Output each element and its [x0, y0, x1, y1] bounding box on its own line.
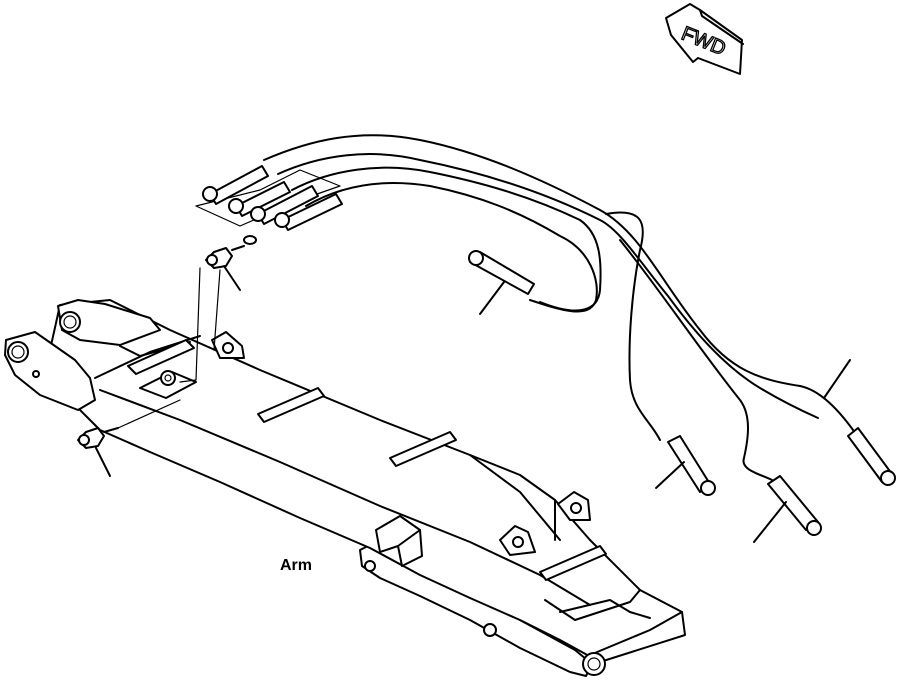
fitting-upper [179, 235, 257, 383]
hose-end-right-3 [823, 359, 896, 486]
arm-pin-boss-top [59, 311, 81, 333]
arm-assembly [4, 299, 686, 677]
arm-rib-1 [257, 387, 325, 423]
hose-fitting-4 [274, 193, 343, 231]
grease-fitting-left [77, 399, 181, 477]
hose-fitting-1 [202, 165, 269, 205]
hose-fitting-3 [250, 185, 319, 225]
arm-label: Arm [280, 557, 312, 574]
arm-head-ear [57, 299, 161, 346]
arm-pin-boss-bottom [582, 652, 606, 676]
fwd-arrow-indicator: FWD [665, 3, 744, 75]
arm-top-plate [49, 299, 686, 663]
arm-rib-4 [127, 339, 195, 375]
hose-end-right-1 [655, 435, 716, 496]
hose-assembly-upper [195, 134, 861, 481]
arm-rib-3 [539, 545, 607, 581]
hose-fitting-middle [468, 250, 535, 315]
hose-end-right-2 [753, 475, 822, 543]
arm-rib-2 [389, 431, 457, 467]
arm-clamp [375, 515, 423, 567]
hose-fitting-2 [228, 181, 291, 217]
arm-pin-boss-front [7, 341, 29, 363]
